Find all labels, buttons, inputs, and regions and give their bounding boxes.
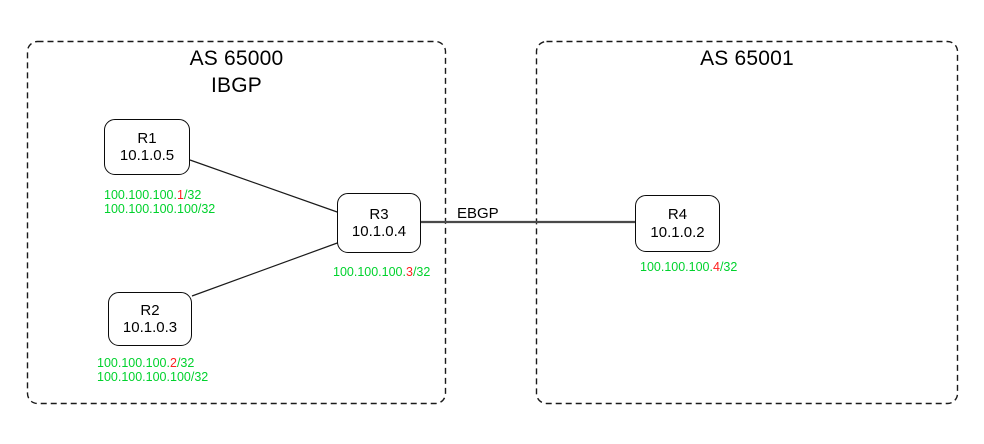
as65000-title: AS 65000 IBGP (27, 45, 446, 99)
router-node-r1: R1 10.1.0.5 (104, 119, 190, 175)
router-r1-prefixes: 100.100.100.1/32 100.100.100.100/32 (104, 188, 215, 216)
router-node-r4: R4 10.1.0.2 (635, 195, 720, 252)
prefix-line: 100.100.100.3/32 (333, 265, 430, 279)
prefix-part: /32 (176, 356, 195, 370)
prefix-line: 100.100.100.2/32 (97, 356, 208, 370)
prefix-part: /32 (183, 188, 202, 202)
prefix-line: 100.100.100.1/32 (104, 188, 215, 202)
prefix-part: 100.100.100. (104, 188, 177, 202)
prefix-part: 100.100.100. (333, 265, 406, 279)
router-r2-ip: 10.1.0.3 (122, 319, 178, 336)
prefix-part-highlight: 2 (170, 356, 177, 370)
as65001-title: AS 65001 (536, 45, 958, 72)
router-r2-prefixes: 100.100.100.2/32 100.100.100.100/32 (97, 356, 208, 384)
prefix-part: 100.100.100. (97, 356, 170, 370)
router-node-r2: R2 10.1.0.3 (108, 292, 192, 346)
router-r2-name: R2 (140, 301, 160, 319)
link-r1-r3 (189, 159, 341, 214)
router-r3-prefixes: 100.100.100.3/32 (333, 265, 430, 279)
prefix-part: 100.100.100. (640, 260, 713, 274)
router-r1-name: R1 (137, 129, 157, 147)
prefix-line: 100.100.100.4/32 (640, 260, 737, 274)
router-r4-ip: 10.1.0.2 (650, 223, 705, 241)
prefix-part: 100.100.100.100/32 (104, 202, 216, 216)
prefix-part: 100.100.100.100/32 (97, 370, 209, 384)
router-r3-ip: 10.1.0.4 (351, 223, 407, 240)
prefix-part-highlight: 1 (177, 188, 184, 202)
prefix-part-highlight: 3 (406, 265, 413, 279)
prefix-line: 100.100.100.100/32 (97, 370, 208, 384)
prefix-part: /32 (412, 265, 431, 279)
router-node-r3: R3 10.1.0.4 (337, 193, 421, 253)
router-r4-prefixes: 100.100.100.4/32 (640, 260, 737, 274)
ebgp-link-label: EBGP (457, 205, 499, 222)
prefix-line: 100.100.100.100/32 (104, 202, 215, 216)
as65000-title-text: AS 65000 (189, 47, 284, 70)
prefix-part-highlight: 4 (713, 260, 720, 274)
as65000-subtitle-ibgp: IBGP (211, 74, 262, 97)
link-r2-r3 (191, 241, 341, 297)
router-r3-name: R3 (369, 205, 389, 223)
router-r4-name: R4 (667, 206, 688, 223)
router-r1-ip: 10.1.0.5 (119, 147, 175, 164)
as65001-title-text: AS 65001 (700, 47, 794, 70)
prefix-part: /32 (719, 260, 738, 274)
